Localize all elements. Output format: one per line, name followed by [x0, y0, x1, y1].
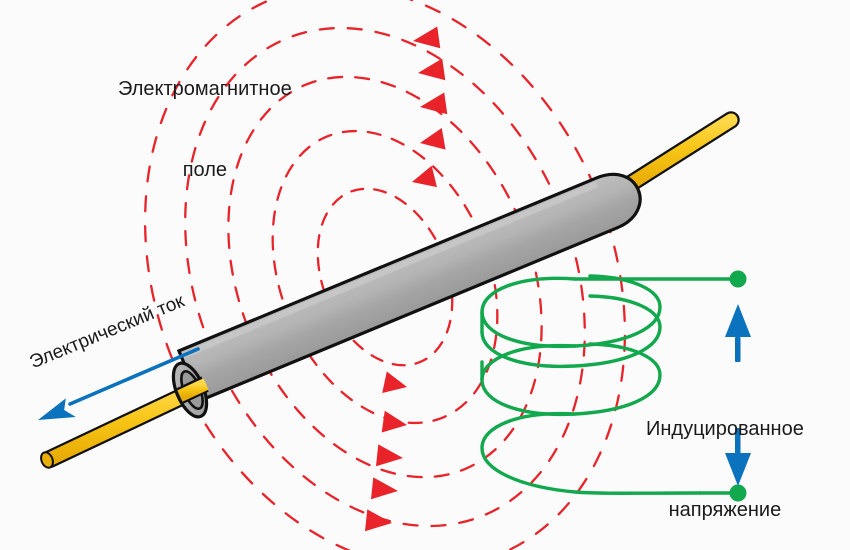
induction-coil [480, 274, 737, 495]
field-arrow-top-5 [412, 165, 437, 188]
voltage-label: Индуцированное напряжение [646, 362, 804, 550]
wire-through-bore-fill [177, 378, 209, 402]
coil-turn-4 [480, 411, 702, 495]
field-arrow-top-4 [420, 127, 446, 150]
conductor-rod [171, 172, 642, 419]
field-label-line1: Электромагнитное [118, 78, 292, 100]
field-arrow-bottom-5 [364, 509, 392, 532]
field-arrow-bottom-4 [370, 477, 398, 500]
wire-end-cap [40, 451, 54, 469]
field-arrow-bottom-2 [381, 410, 407, 433]
current-direction-arrow [38, 347, 200, 420]
coil-turn-1 [480, 274, 662, 349]
field-arrow-top-1 [413, 26, 441, 49]
wire-left-fill [43, 383, 203, 466]
induced-voltage-arrows [725, 304, 751, 486]
voltage-arrow-down-shaft [735, 428, 741, 454]
current-arrow-head [38, 398, 76, 420]
voltage-arrow-up-head [725, 304, 751, 337]
field-arrow-bottom-3 [375, 444, 403, 467]
terminal-dot-bottom [729, 484, 747, 502]
rod-body [176, 172, 642, 403]
field-label-line2: поле [182, 159, 228, 181]
rod-highlight [181, 181, 599, 359]
current-arrow-shaft [68, 347, 200, 406]
voltage-label-line2: напряжение [668, 499, 782, 521]
field-arrow-top-3 [420, 92, 448, 115]
wire-right-fill [620, 113, 738, 193]
voltage-arrow-down-head [725, 453, 751, 486]
field-label: Электромагнитное поле [118, 22, 292, 238]
field-arrow-bottom-1 [382, 371, 407, 393]
field-direction-arrows-top [412, 26, 448, 188]
terminal-dot-top [729, 270, 747, 288]
field-direction-arrows-bottom [364, 371, 407, 532]
copper-wire [40, 111, 740, 469]
coil-turn-2 [480, 294, 662, 369]
field-arrow-top-2 [418, 58, 446, 81]
voltage-label-line1: Индуцированное [646, 418, 804, 440]
voltage-arrow-up-shaft [735, 337, 741, 362]
